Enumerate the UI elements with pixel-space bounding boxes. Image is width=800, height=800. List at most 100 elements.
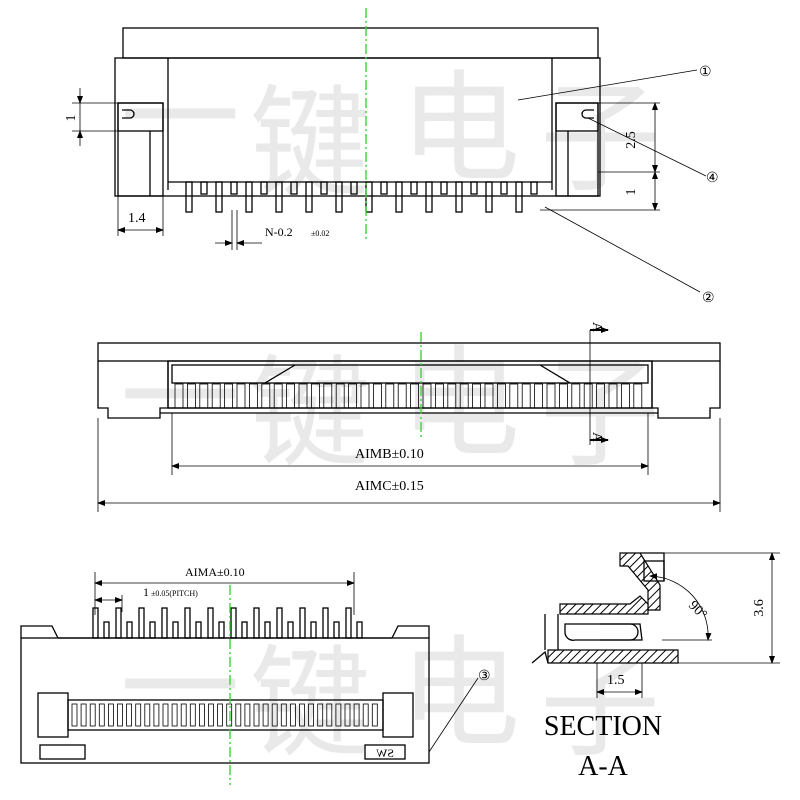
bottom-long-pin [345, 607, 352, 639]
front-pin [546, 383, 556, 409]
front-pin [372, 383, 382, 409]
top-short-pin [320, 181, 328, 195]
bottom-contact [89, 703, 96, 727]
pitch-tolerance: ±0.05(PITCH) [151, 589, 198, 598]
bottom-long-pin [138, 607, 145, 639]
bottom-contact [299, 703, 305, 727]
aimc-dim: AIMC±0.15 [355, 479, 424, 494]
front-pin [348, 383, 358, 409]
sw-marking-box [364, 744, 406, 760]
bottom-contact [153, 703, 160, 727]
top-short-pin [410, 181, 418, 195]
front-pin [459, 383, 469, 409]
top-short-pin [470, 181, 478, 195]
bottom-contact [308, 703, 315, 727]
bottom-contact [144, 703, 151, 727]
front-pin [571, 383, 581, 409]
right-upper-dim: 2.5 [624, 131, 639, 149]
section-marker-top: A [589, 322, 604, 333]
front-pin [621, 383, 630, 409]
bottom-contact [180, 703, 187, 727]
front-pin [174, 383, 184, 409]
bottom-long-pin [299, 607, 306, 639]
watermark-char-2b: 键 [250, 345, 370, 484]
top-long-pin [485, 181, 493, 213]
bottom-contact [289, 703, 296, 727]
bottom-contact [353, 703, 360, 727]
bottom-short-pin [287, 621, 294, 639]
bottom-contact [208, 703, 214, 727]
bottom-contact [253, 703, 260, 727]
bottom-short-pin [172, 621, 179, 639]
front-view: AIMB±0.10 AIMC±0.15 A A [97, 322, 721, 512]
callout-3: ③ [478, 669, 491, 684]
top-long-pin [275, 181, 283, 213]
top-short-pin [500, 181, 508, 195]
front-pin [410, 383, 420, 409]
bottom-long-pin [322, 607, 329, 639]
bottom-short-pin [333, 621, 340, 639]
front-pin [335, 383, 345, 409]
front-pin [447, 383, 457, 409]
front-pin [286, 383, 296, 409]
bottom-contact [217, 703, 224, 727]
top-view: N-0.2 ±0.02 1.4 1 2.5 1 ① ④ ② [64, 8, 719, 306]
bottom-contact [189, 703, 196, 727]
bottom-contact [371, 703, 378, 727]
top-long-pin [425, 181, 433, 213]
watermark-char-1: 一 [120, 50, 240, 189]
section-title: SECTION [544, 711, 662, 742]
watermark-char-3c: 电 [400, 625, 520, 764]
bottom-long-pin [115, 607, 122, 639]
top-short-pin [530, 181, 538, 195]
front-pin [360, 383, 370, 409]
watermark: 一 键 电 子 一 键 电 子 一 键 电 子 [120, 50, 660, 774]
bottom-short-pin [264, 621, 271, 639]
callout-4: ④ [706, 171, 719, 186]
bottom-contact [198, 703, 205, 727]
bottom-short-pin [310, 621, 317, 639]
front-pin [633, 383, 643, 409]
section-subtitle: A-A [578, 751, 629, 782]
front-pin [496, 383, 506, 409]
bottom-short-pin [103, 621, 110, 639]
bottom-pin-row [92, 607, 363, 639]
front-pin [422, 383, 432, 409]
front-pin [248, 383, 258, 409]
top-pin-row [185, 181, 538, 213]
pitch-dim: 1 [143, 585, 149, 599]
top-body [114, 57, 601, 197]
bottom-contact [80, 703, 87, 727]
bottom-contact [126, 703, 132, 727]
top-short-pin [440, 181, 448, 195]
front-pin [472, 383, 482, 409]
top-short-pin [230, 181, 238, 195]
front-pin [186, 383, 196, 409]
front-pin [484, 383, 494, 409]
front-pin [385, 383, 395, 409]
bottom-short-pin [126, 621, 133, 639]
bottom-contact [98, 703, 105, 727]
bottom-contact [326, 703, 333, 727]
bottom-contact-row [71, 703, 378, 727]
bottom-contact [135, 703, 142, 727]
top-long-pin [455, 181, 463, 213]
bottom-short-pin [356, 621, 363, 639]
front-pin [559, 383, 568, 409]
front-pin [608, 383, 618, 409]
bottom-contact [362, 703, 369, 727]
top-long-pin [335, 181, 343, 213]
width-dim: 1.5 [607, 673, 625, 688]
front-pin [323, 383, 333, 409]
height-dim: 3.6 [752, 599, 767, 617]
callout-1: ① [699, 65, 712, 80]
top-short-pin [350, 181, 358, 195]
front-pin [273, 383, 283, 409]
front-pin-row [174, 383, 643, 409]
front-pin [534, 383, 543, 409]
front-pin [397, 383, 407, 409]
bottom-contact [280, 703, 287, 727]
bottom-contact [235, 703, 242, 727]
bottom-contact [262, 703, 269, 727]
